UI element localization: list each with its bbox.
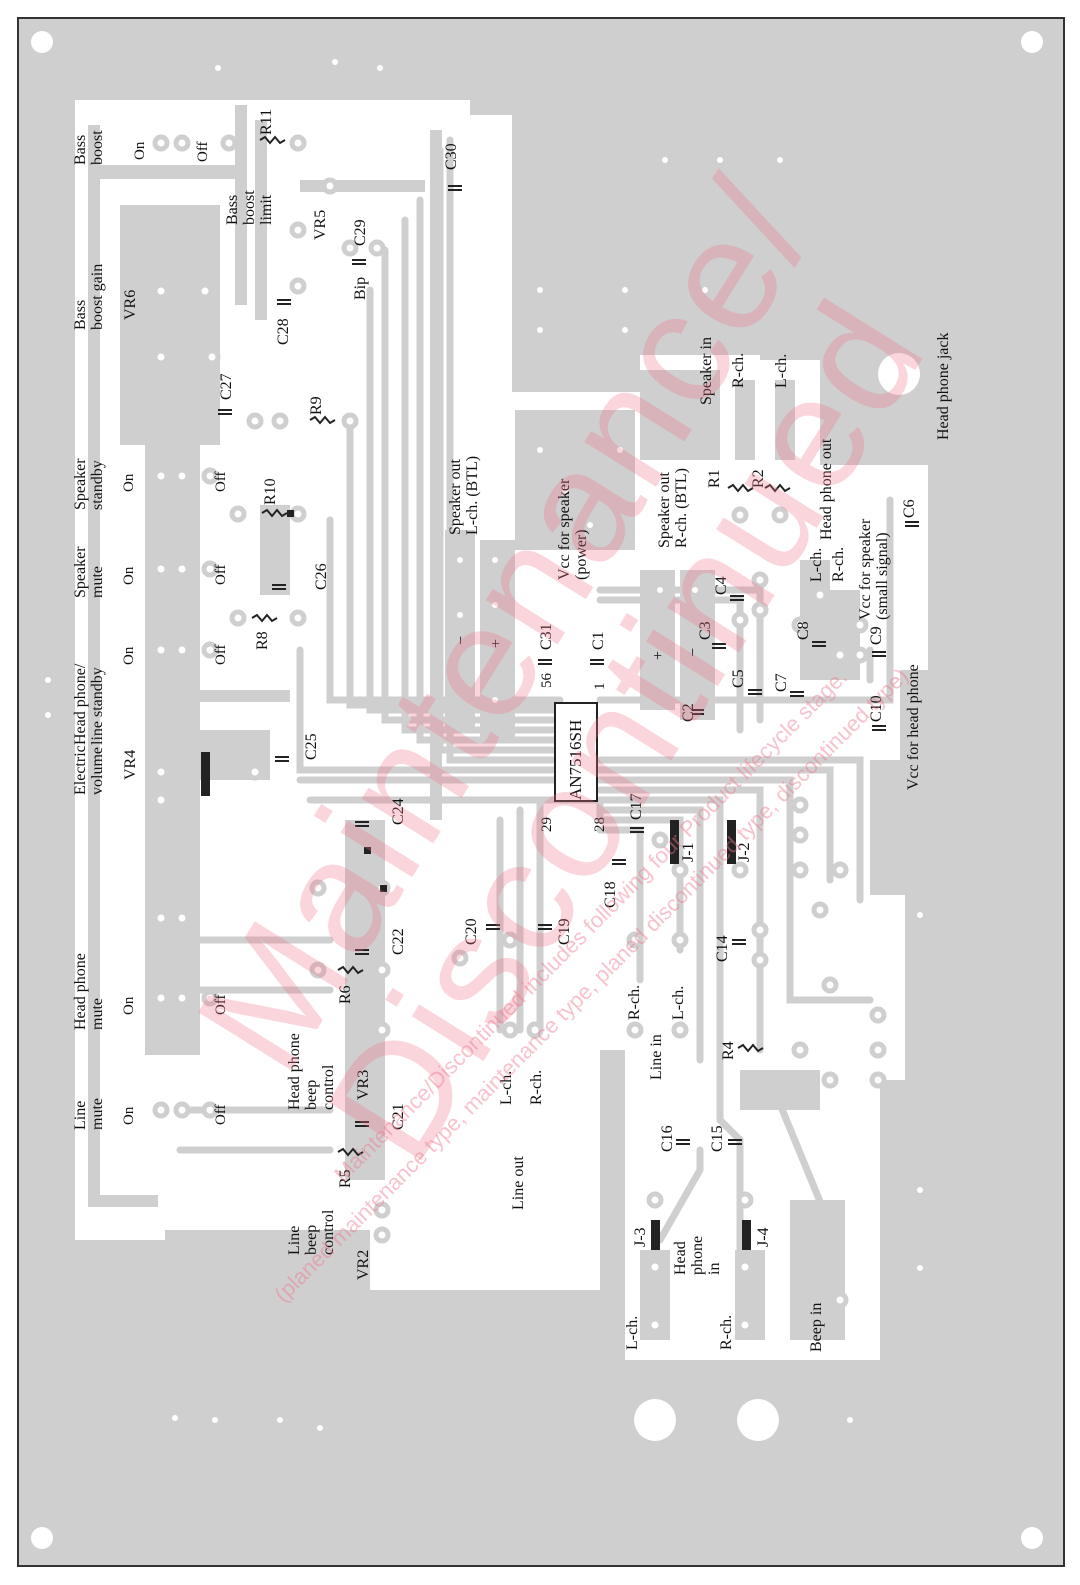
ic-an7516sh xyxy=(554,702,598,802)
mounting-holes xyxy=(31,31,1043,1549)
component-pads xyxy=(152,134,887,1334)
jumpers xyxy=(201,510,751,1250)
part-symbols xyxy=(218,135,919,1157)
